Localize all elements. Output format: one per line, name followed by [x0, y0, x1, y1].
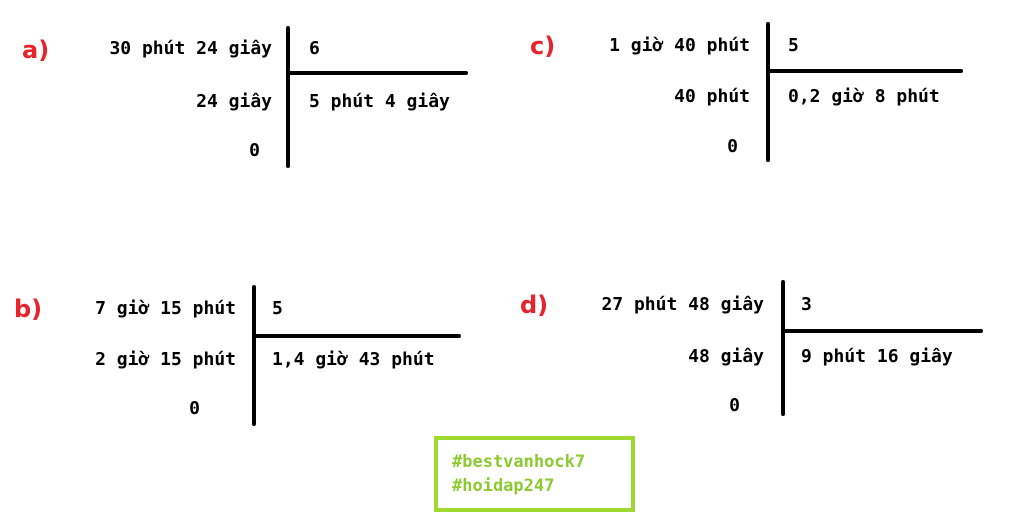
problem-a-final-remainder: 0	[249, 140, 260, 161]
problem-d-quotient: 9 phút 16 giây	[801, 346, 953, 367]
problem-a-label: a)	[22, 36, 50, 64]
problem-b-horizontal-bar	[252, 334, 461, 338]
problem-b-quotient: 1,4 giờ 43 phút	[272, 349, 435, 370]
problem-a-remainder-row: 24 giây	[196, 91, 272, 112]
problem-d-divisor: 3	[801, 294, 812, 315]
problem-a-quotient: 5 phút 4 giây	[309, 91, 450, 112]
problem-a-divisor: 6	[309, 38, 320, 59]
problem-b-remainder-row: 2 giờ 15 phút	[95, 349, 236, 370]
hashtag-box: #bestvanhock7 #hoidap247	[434, 436, 635, 512]
problem-d-vertical-bar	[781, 280, 785, 416]
problem-a-vertical-bar	[286, 26, 290, 168]
problem-c-dividend: 1 giờ 40 phút	[609, 35, 750, 56]
hashtag-bestvanhock7: #bestvanhock7	[452, 452, 586, 472]
problem-d-dividend: 27 phút 48 giây	[601, 294, 764, 315]
problem-b-dividend: 7 giờ 15 phút	[95, 298, 236, 319]
problem-b-label: b)	[14, 295, 43, 323]
problem-c-label: c)	[530, 32, 556, 60]
problem-a-horizontal-bar	[286, 71, 468, 75]
problem-c-divisor: 5	[788, 35, 799, 56]
problem-d-label: d)	[520, 291, 549, 319]
problem-d-remainder-row: 48 giây	[688, 346, 764, 367]
hashtag-hoidap247: #hoidap247	[452, 476, 555, 496]
problem-c-horizontal-bar	[766, 69, 963, 73]
problem-b-final-remainder: 0	[189, 398, 200, 419]
problem-c-final-remainder: 0	[727, 136, 738, 157]
problem-b-vertical-bar	[252, 285, 256, 426]
problem-b-divisor: 5	[272, 298, 283, 319]
problem-c-quotient: 0,2 giờ 8 phút	[788, 86, 940, 107]
problem-a-dividend: 30 phút 24 giây	[109, 38, 272, 59]
problem-d-horizontal-bar	[781, 329, 983, 333]
problem-c-remainder-row: 40 phút	[674, 86, 750, 107]
problem-d-final-remainder: 0	[729, 395, 740, 416]
problem-c-vertical-bar	[766, 22, 770, 162]
